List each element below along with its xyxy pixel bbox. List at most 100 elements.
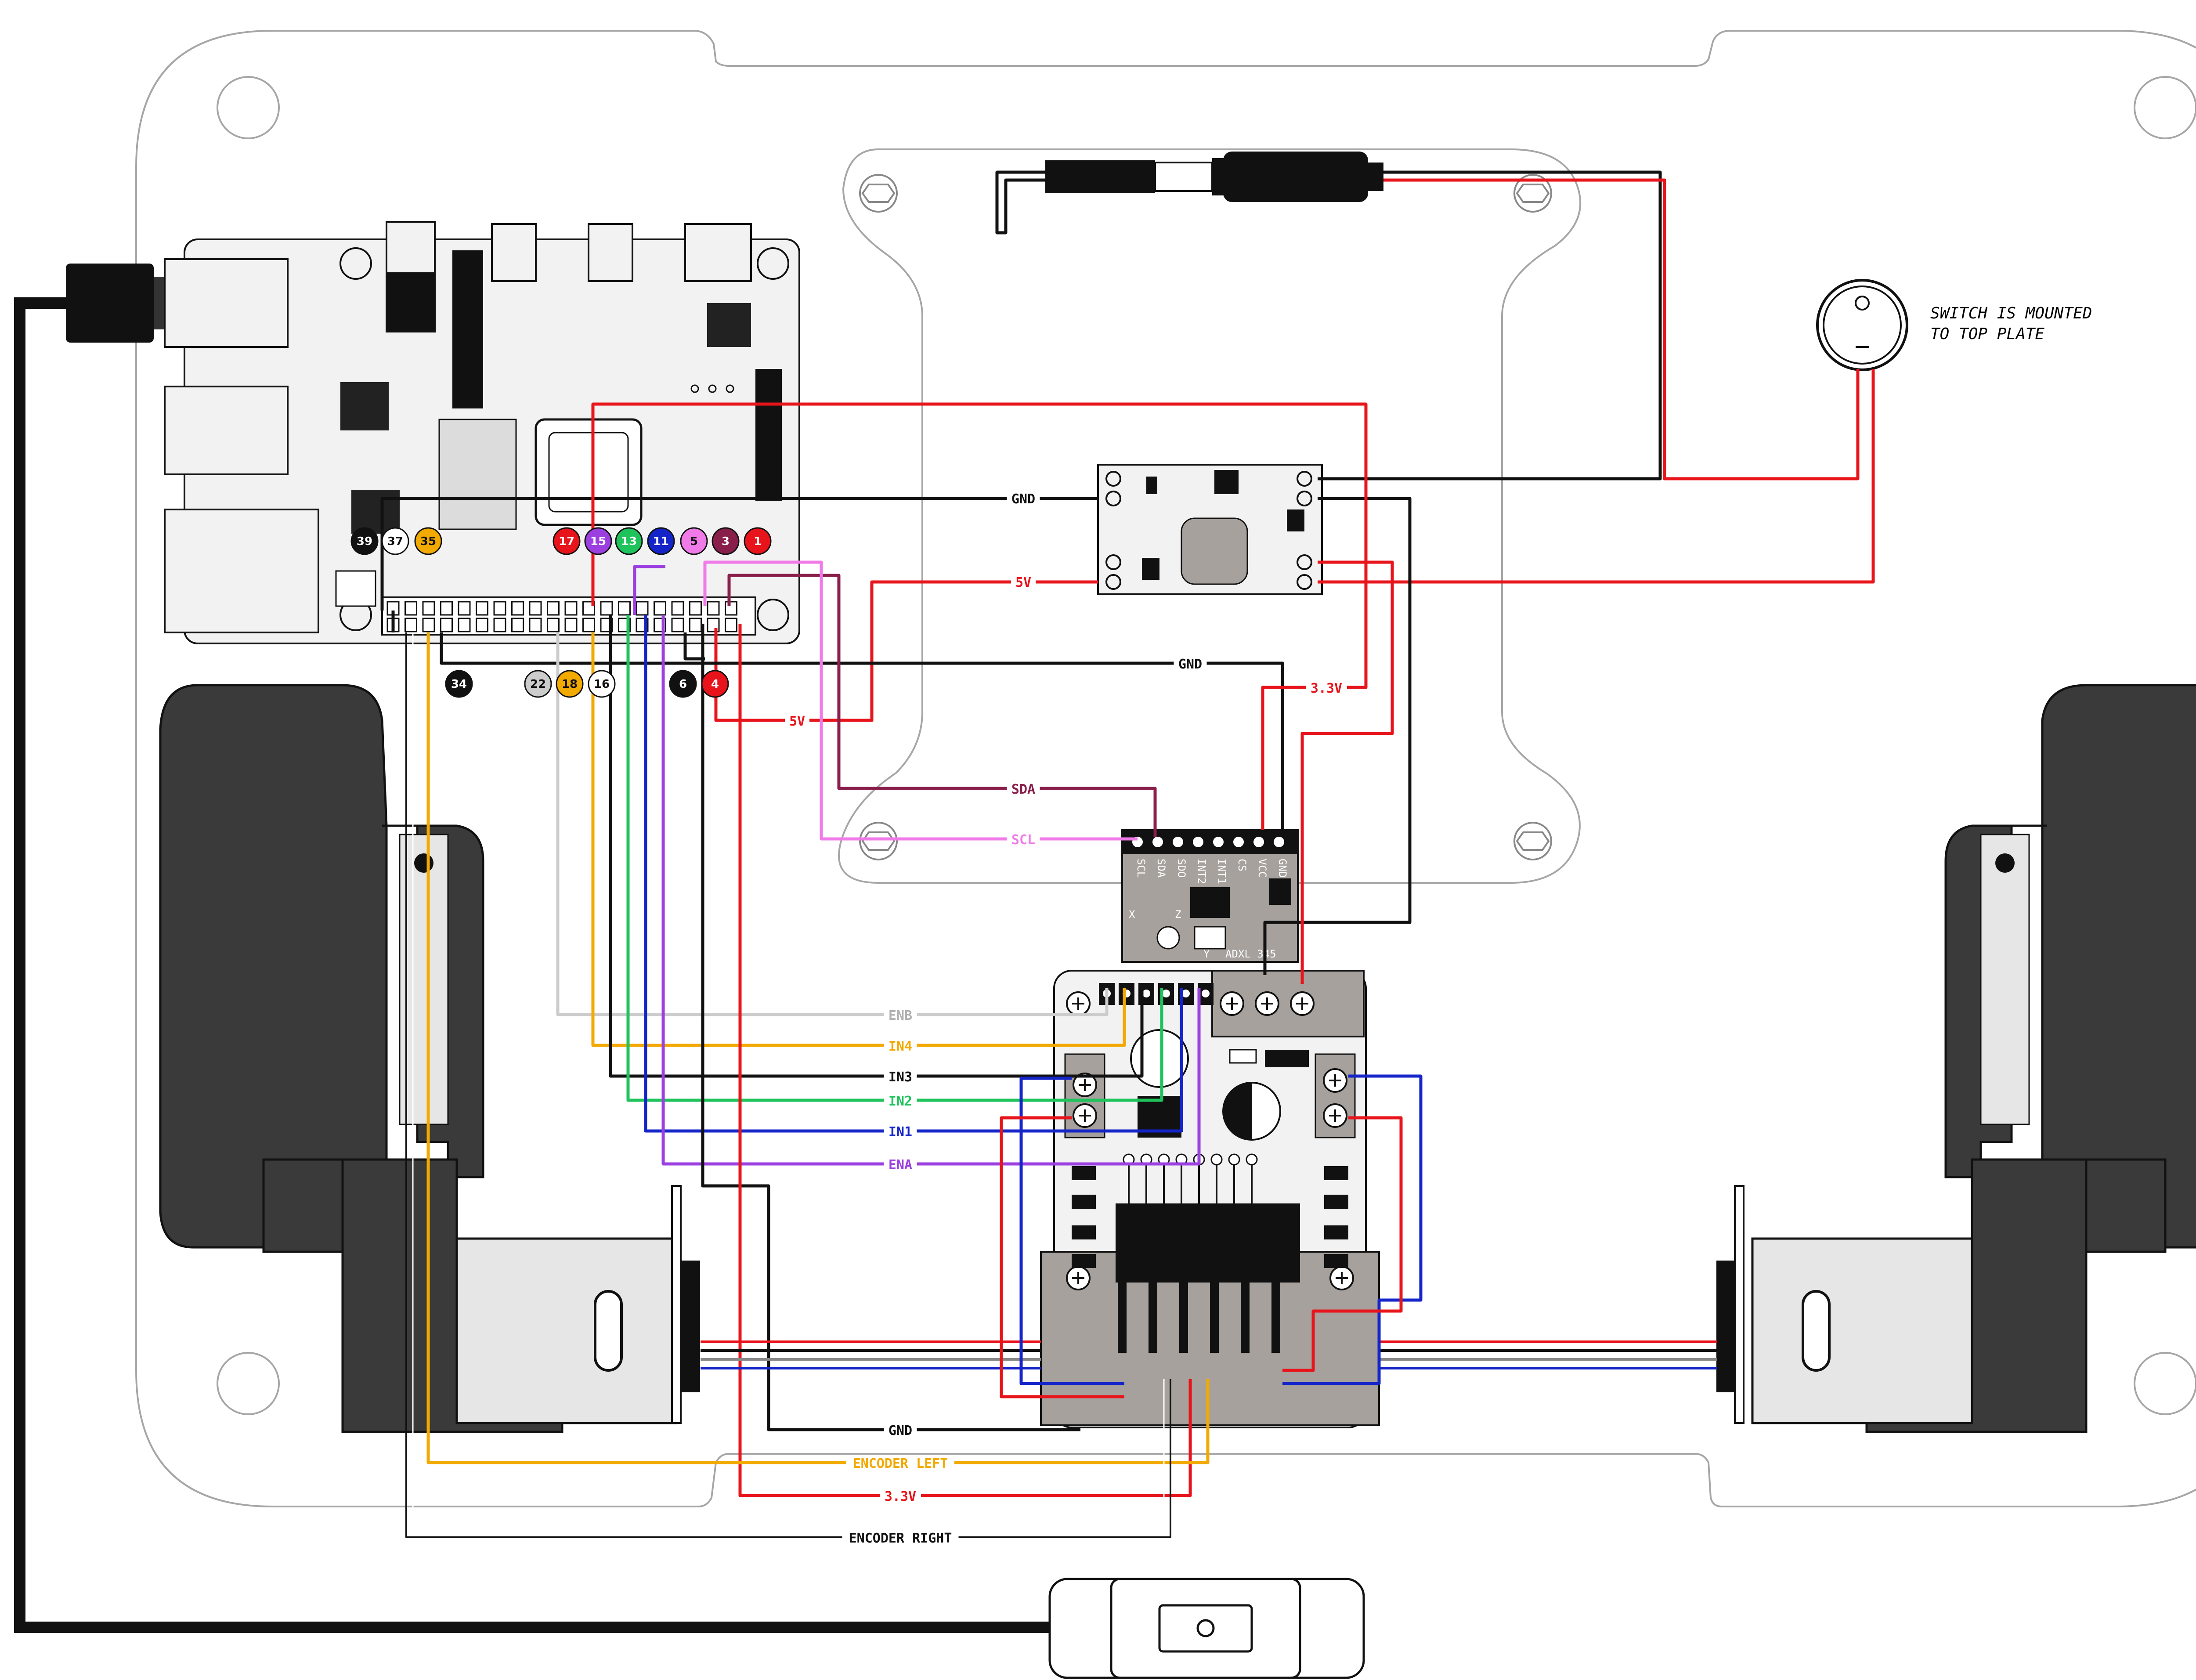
wire-33v-adxl bbox=[591, 402, 1368, 830]
adxl-pin bbox=[1233, 837, 1244, 847]
wire-label-sda: SDA bbox=[1011, 782, 1035, 797]
adxl-pin-label: CS bbox=[1236, 859, 1248, 871]
diode-right bbox=[1324, 1225, 1348, 1239]
wire-label-bg bbox=[884, 1093, 917, 1109]
wire-barrel-gnd bbox=[995, 170, 1047, 235]
pin-badge-p18 bbox=[556, 670, 584, 698]
wire-scl bbox=[703, 560, 1138, 841]
wire-barrel-to-buck-gnd bbox=[1318, 170, 1662, 481]
wire-out1-blue bbox=[1019, 1077, 1124, 1385]
power-switch[interactable]: SWITCH IS MOUNTED TO TOP PLATE bbox=[1816, 279, 2092, 371]
wire-labels: GND5VGND3.3V5VSDASCLENBIN4IN3IN2IN1ENAGN… bbox=[785, 491, 1347, 1546]
pin-badge-p22 bbox=[524, 670, 552, 698]
hex-nut-tr bbox=[1513, 174, 1552, 213]
wire-label-in3: IN3 bbox=[889, 1069, 912, 1085]
wire-in4 bbox=[591, 632, 1126, 1047]
wire-encoder-left bbox=[426, 632, 1210, 1464]
wire-label-bg bbox=[1174, 656, 1207, 672]
raspberry-pi-board bbox=[164, 221, 800, 644]
wire-sda bbox=[727, 574, 1157, 837]
wire-label-bg bbox=[884, 1038, 917, 1055]
micro-hdmi-1 bbox=[491, 223, 537, 282]
ram-chip bbox=[438, 419, 517, 530]
gpio-pin-bottom bbox=[440, 618, 453, 632]
wire-label-v5-buck: 5V bbox=[1015, 575, 1031, 590]
gpio-pin-bottom bbox=[422, 618, 435, 632]
pin-badge-p35 bbox=[414, 527, 442, 555]
pin-number-p35: 35 bbox=[420, 535, 436, 548]
wire-gnd-bottom bbox=[701, 624, 1080, 1431]
wire-label-bg bbox=[884, 1156, 917, 1173]
pin-number-p11: 11 bbox=[653, 535, 669, 548]
mount-hole-bl bbox=[217, 1352, 280, 1415]
switch-indicator-icon bbox=[1855, 296, 1870, 311]
gpio-pin-top bbox=[458, 601, 471, 616]
wire-label-bg bbox=[842, 1530, 959, 1546]
gpio-pin-bottom bbox=[405, 618, 417, 632]
gpio-pin-top bbox=[511, 601, 524, 616]
wire-label-bg bbox=[880, 1488, 921, 1505]
pin-number-p15: 15 bbox=[590, 535, 606, 548]
pin-badge-p5 bbox=[680, 527, 708, 555]
pin-badge-p1 bbox=[744, 527, 772, 555]
adxl-name-label: ADXL 345 bbox=[1225, 948, 1276, 960]
adxl-pin bbox=[1213, 837, 1224, 847]
adxl-pin-label: GND bbox=[1276, 859, 1289, 878]
adxl-pin-label: VCC bbox=[1256, 859, 1268, 878]
gpio-pin-top bbox=[671, 601, 684, 616]
wire-encoder-right bbox=[405, 632, 1171, 1538]
adxl-pin-label: INT2 bbox=[1196, 859, 1208, 884]
wire-ena bbox=[661, 615, 1201, 1166]
wire-pin6 bbox=[683, 632, 705, 661]
wire-label-bg bbox=[1306, 680, 1347, 697]
wire-label-gnd-buck: GND bbox=[1011, 491, 1035, 507]
wire-gnd-adxl bbox=[440, 632, 1284, 830]
pin-number-p16: 16 bbox=[594, 678, 610, 691]
gpio-pin-top bbox=[476, 601, 488, 616]
gpio-pin-bottom bbox=[689, 618, 702, 632]
adxl-pin bbox=[1173, 837, 1183, 847]
wire-label-v33-bottom: 3.3V bbox=[885, 1489, 916, 1504]
hex-nut-tl bbox=[859, 174, 898, 213]
wire-label-in2: IN2 bbox=[889, 1094, 912, 1109]
adxl-pin bbox=[1152, 837, 1163, 847]
pin-number-p6: 6 bbox=[679, 678, 687, 691]
wire-encoder-right-inner bbox=[412, 632, 1165, 1532]
pin-number-p5: 5 bbox=[690, 535, 698, 548]
adxl-axis-x: X bbox=[1129, 908, 1135, 921]
adxl-pin-label: SDA bbox=[1155, 859, 1167, 878]
pad bbox=[1210, 1153, 1223, 1166]
gpio-pin-top bbox=[689, 601, 702, 616]
wire-label-gnd-bottom: GND bbox=[889, 1423, 912, 1438]
pin-badge-p4 bbox=[701, 670, 729, 698]
gpio-pin-top bbox=[547, 601, 560, 616]
left-wheel-assembly bbox=[159, 684, 700, 1433]
diode-left bbox=[1072, 1195, 1096, 1209]
wire-in3 bbox=[609, 615, 1144, 1078]
wire-label-bg bbox=[1011, 574, 1036, 591]
pin-number-p1: 1 bbox=[754, 535, 762, 548]
wire-33v-bottom bbox=[738, 624, 1192, 1497]
mount-hole-tl bbox=[217, 76, 280, 139]
gpio-pin-top bbox=[386, 601, 400, 616]
diode-right bbox=[1324, 1166, 1348, 1180]
chassis-plate bbox=[135, 30, 2196, 1507]
wire-label-scl: SCL bbox=[1011, 832, 1035, 848]
wire-label-bg bbox=[1007, 831, 1040, 848]
wire-ena-top bbox=[633, 565, 665, 615]
pin-number-p4: 4 bbox=[711, 678, 719, 691]
adxl-pin-label: INT1 bbox=[1216, 859, 1228, 884]
gpio-pin-top bbox=[654, 601, 666, 616]
wire-buck-5v-driver bbox=[1300, 560, 1394, 984]
gpio-pin-top bbox=[405, 601, 417, 616]
gpio-pin-bottom bbox=[582, 618, 595, 632]
wire-label-v33: 3.3V bbox=[1311, 681, 1342, 696]
pin-number-p17: 17 bbox=[559, 535, 574, 548]
pin-badge-p16 bbox=[588, 670, 616, 698]
gpio-pin-bottom bbox=[725, 618, 737, 632]
wire-buck-gnd-driver bbox=[1263, 497, 1412, 975]
power-bank-button[interactable] bbox=[1158, 1604, 1253, 1653]
